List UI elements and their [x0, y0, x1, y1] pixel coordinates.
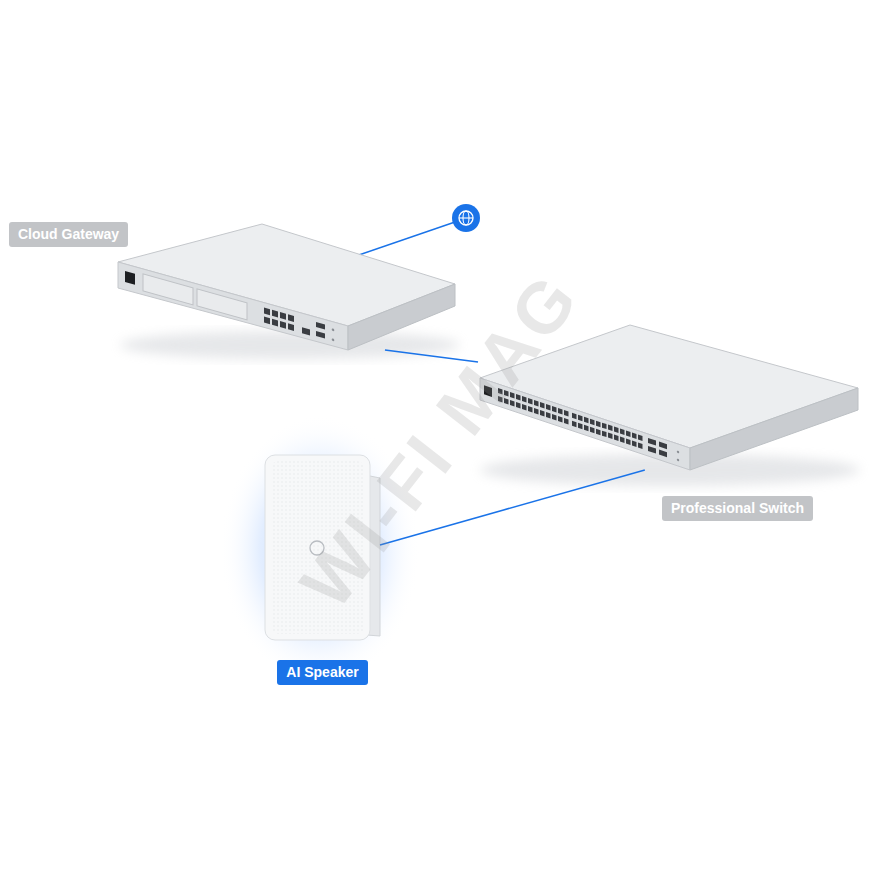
device-label: Professional Switch: [662, 496, 813, 521]
speaker-device: [220, 415, 420, 685]
network-cable: [385, 350, 478, 362]
speaker-node: AI Speaker: [265, 455, 380, 640]
device-label: AI Speaker: [277, 660, 367, 685]
device-label: Cloud Gateway: [9, 222, 128, 247]
globe-icon: [452, 204, 480, 232]
gateway-node: Cloud Gateway: [115, 222, 455, 350]
network-cable: [380, 470, 645, 545]
gateway-device: [118, 224, 460, 359]
switch-device: [480, 325, 860, 486]
internet-link: [356, 222, 455, 256]
switch-node: Professional Switch: [478, 325, 858, 470]
watermark: WI-FI MAG: [285, 257, 596, 623]
